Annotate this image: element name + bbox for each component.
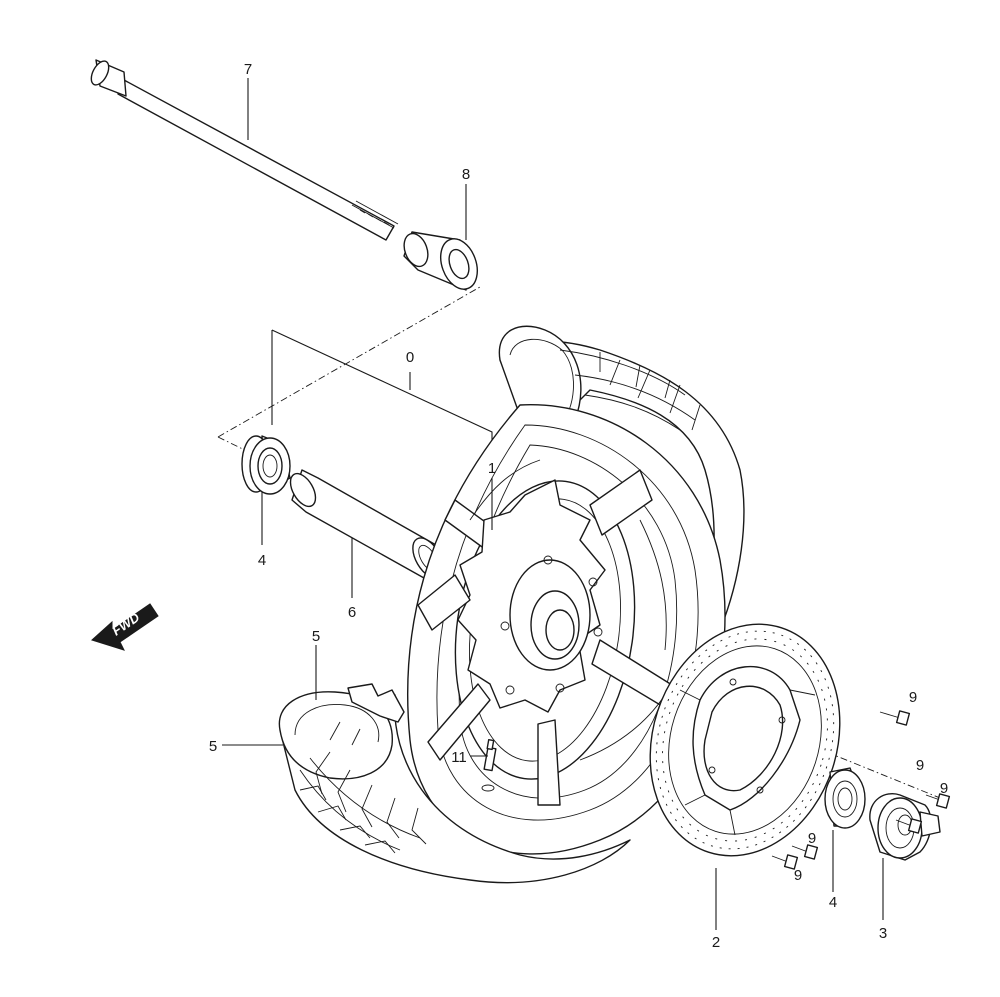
disc-bolt-4[interactable] <box>791 844 819 860</box>
callout-1: 1 <box>488 460 496 477</box>
leader-lines <box>222 78 884 930</box>
callout-9-b: 9 <box>916 757 924 774</box>
callout-9-a: 9 <box>909 689 917 706</box>
callout-2: 2 <box>712 934 720 951</box>
callouts: 7 8 0 1 4 6 5 5 11 2 4 3 9 9 9 9 9 <box>209 61 948 951</box>
callout-3: 3 <box>879 925 887 942</box>
tire-bottom <box>278 683 631 884</box>
disc-bolt-1[interactable] <box>879 710 911 726</box>
callout-5-top: 5 <box>312 628 320 645</box>
speedometer-gear-box[interactable] <box>869 793 941 861</box>
callout-6: 6 <box>348 604 356 621</box>
front-rim[interactable] <box>406 404 726 855</box>
disc-bolt-2[interactable] <box>895 818 923 834</box>
side-collar[interactable] <box>400 230 484 294</box>
callout-7: 7 <box>244 61 252 78</box>
callout-9-e: 9 <box>794 867 802 884</box>
callout-4-left: 4 <box>258 552 266 569</box>
disc-bolt-3[interactable] <box>925 793 951 809</box>
callout-9-c: 9 <box>940 780 948 797</box>
callout-8: 8 <box>462 166 470 183</box>
front-axle[interactable] <box>88 58 399 241</box>
bearing-left[interactable] <box>241 435 291 495</box>
brake-disc[interactable] <box>621 599 869 880</box>
callout-4-right: 4 <box>829 894 837 911</box>
callout-0: 0 <box>406 349 414 366</box>
spacer-collar[interactable] <box>285 469 449 583</box>
disc-bolt-5[interactable] <box>771 854 799 870</box>
callout-5-left: 5 <box>209 738 217 755</box>
callout-9-d: 9 <box>808 830 816 847</box>
valve-stem[interactable] <box>481 739 497 792</box>
callout-11: 11 <box>451 749 467 766</box>
fwd-arrow-icon: FWD <box>91 603 159 651</box>
bearing-right[interactable] <box>824 767 866 829</box>
